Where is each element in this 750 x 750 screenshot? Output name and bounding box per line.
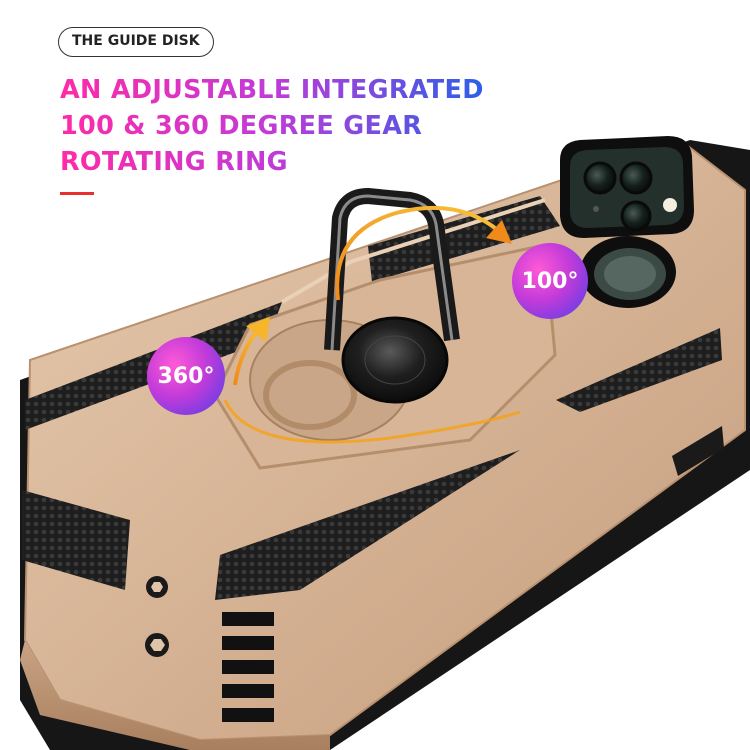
grip-panel-right [556,328,722,412]
corner-screw-2-hex [150,639,165,651]
bumper-ridges [222,612,274,722]
corner-screw-1-hex [151,582,163,592]
rotation-100-badge: 100° [512,243,588,319]
rotation-360-badge: 360° [147,337,225,415]
grip-panel-bottom-left [22,490,130,590]
grip-panel-bottom-center [215,450,520,600]
arrow-head-upper [486,220,512,244]
fingerprint-cutout [580,236,676,308]
headline-line-1: AN ADJUSTABLE INTEGRATED [60,72,484,108]
grip-panel-top-right [368,196,560,282]
camera-module [560,136,694,238]
rotation-arrow-upper [335,205,502,301]
headline-line-2: 100 & 360 DEGREE GEAR [60,108,484,144]
guide-disk-tag: THE GUIDE DISK [58,27,214,57]
case-bottom-edge [20,640,330,750]
arrow-head-lower [246,317,270,342]
headline: AN ADJUSTABLE INTEGRATED 100 & 360 DEGRE… [60,72,484,180]
headline-line-3: ROTATING RING [60,144,484,180]
accent-line [60,192,94,195]
rotation-arrow-base [223,399,521,444]
side-button [672,426,724,476]
ring-holder [249,188,460,441]
